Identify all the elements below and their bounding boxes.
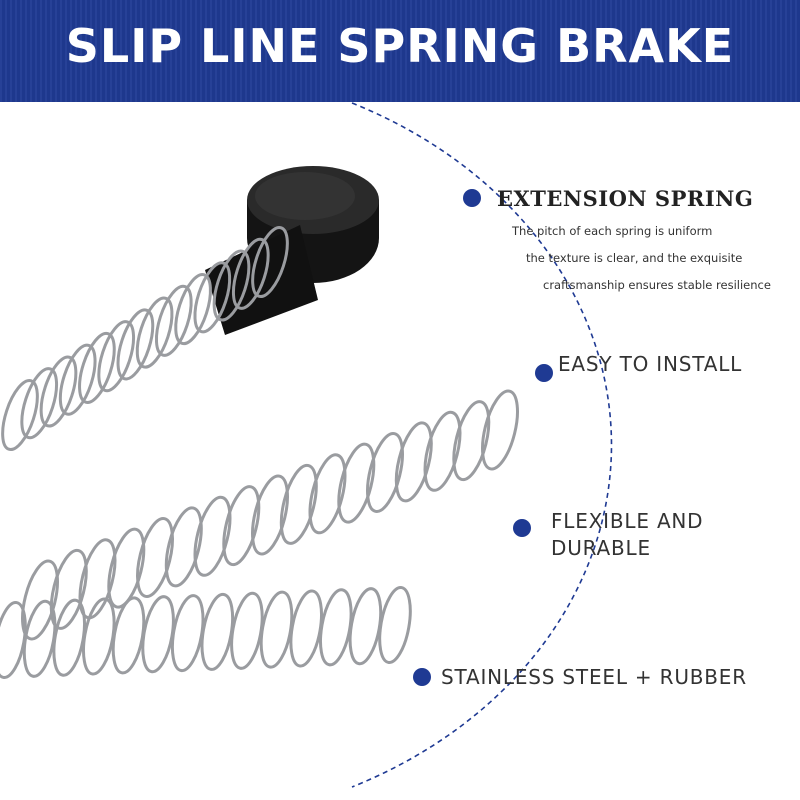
spring-coil [251, 474, 289, 556]
title-banner: SLIP LINE SPRING BRAKE [0, 0, 800, 102]
material-label: STAINLESS STEEL + RUBBER [441, 665, 747, 689]
bullet-dot-flexible [513, 519, 531, 537]
spring-coil [78, 331, 116, 404]
flexible-label-line-1: FLEXIBLE AND [551, 509, 704, 533]
spring-coil [21, 559, 59, 641]
spring-coil [174, 273, 212, 346]
bullet-dot-install [535, 364, 553, 382]
spring-coil [251, 225, 289, 299]
spring-coil [136, 517, 174, 598]
extension-spring-heading: EXTENSION SPRING [497, 186, 754, 211]
spring-coil [212, 249, 251, 322]
spring-coil [308, 453, 347, 535]
spring-coil [116, 308, 155, 381]
spring-coil [394, 421, 433, 503]
spring-coil [39, 355, 78, 428]
extension-spring-middle [21, 389, 519, 641]
spring-coil [154, 284, 193, 357]
spring-coil [423, 410, 462, 492]
spring-coil [366, 432, 404, 513]
spring-coil [279, 463, 318, 545]
easy-install-label: EASY TO INSTALL [558, 352, 743, 376]
extension-desc-line-2: the texture is clear, and the exquisite [526, 251, 743, 265]
extension-spring-bottom [0, 585, 412, 680]
spring-coil [378, 585, 412, 665]
flexible-label-line-2: DURABLE [551, 536, 651, 560]
spring-coil [193, 495, 232, 577]
spring-coil [452, 400, 491, 482]
banner-texture [0, 0, 800, 102]
extension-desc-line-3: craftsmanship ensures stable resilience [543, 278, 771, 292]
bullet-dot-material [413, 668, 431, 686]
spring-coil [164, 506, 203, 588]
spring-coil [20, 367, 59, 440]
extension-spring-top [1, 225, 289, 452]
spring-coil [231, 237, 270, 310]
spring-coil [193, 261, 232, 334]
spring-coil [222, 485, 261, 567]
spring-coil [1, 378, 39, 452]
spring-coil [49, 548, 88, 630]
spring-coil [337, 442, 376, 524]
spring-coil [58, 343, 97, 416]
spring-coil [135, 296, 174, 369]
spring-coil [78, 538, 117, 620]
rubber-stopper [205, 166, 379, 335]
spring-coil [97, 320, 136, 393]
bullet-dot-extension [463, 189, 481, 207]
banner-title: SLIP LINE SPRING BRAKE [65, 19, 735, 73]
spring-coil [481, 389, 519, 471]
spring-coil [107, 527, 146, 609]
dashed-circle-outline [351, 102, 613, 788]
extension-desc-line-1: The pitch of each spring is uniform [512, 224, 713, 238]
